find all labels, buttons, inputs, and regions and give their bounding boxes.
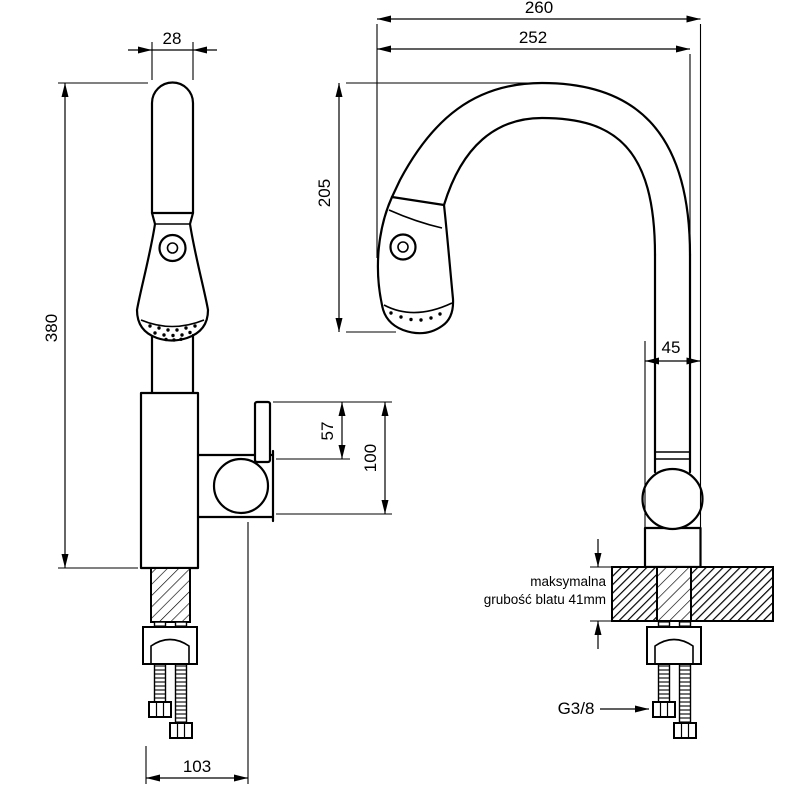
front-shank	[150, 567, 191, 623]
countertop-note-line2: grubość blatu 41mm	[484, 592, 606, 607]
side-spray-face-edge	[383, 302, 453, 314]
dim-spout-diameter-label: 28	[163, 29, 182, 48]
front-spray-face-edge	[140, 319, 205, 328]
side-nut-left	[652, 701, 676, 718]
front-view: 28 380 57 100 103	[42, 29, 392, 784]
front-lever-handle	[253, 400, 272, 464]
countertop-section	[611, 566, 774, 622]
side-ball-joint	[641, 467, 704, 531]
side-shank-hatch	[658, 568, 690, 620]
side-nut-right	[673, 722, 697, 739]
front-sprayer-button	[158, 233, 187, 263]
front-nut-left	[148, 701, 172, 718]
side-spray-nozzle-dots	[389, 311, 442, 322]
dim-handle-height-label: 57	[318, 422, 337, 441]
countertop-note-line1: maksymalna	[530, 574, 606, 589]
side-sprayer-button-inner	[397, 241, 409, 253]
dim-base-depth-label: 103	[183, 757, 211, 776]
front-bracket-arch	[150, 638, 190, 664]
front-spray-nozzle-dots	[148, 324, 197, 342]
dim-spout-height-label: 205	[315, 179, 334, 207]
dimension-spout-reach: 252	[377, 28, 691, 250]
front-valve-ring	[212, 457, 270, 515]
countertop-thickness-annotation: maksymalna grubość blatu 41mm	[484, 539, 612, 649]
front-sprayer-head	[135, 211, 210, 342]
dim-base-diameter-label: 45	[662, 338, 681, 357]
side-view: 260 252 205 45 maksymalna gru	[315, 0, 774, 739]
dimension-base-diameter: 45	[644, 338, 701, 528]
dimension-body-height: 100	[276, 402, 392, 515]
dimension-spout-diameter: 28	[128, 29, 217, 80]
front-body	[139, 391, 200, 570]
dimension-spout-height: 205	[315, 82, 536, 333]
dim-total-width-label: 260	[525, 0, 553, 17]
dim-body-height-label: 100	[361, 444, 380, 472]
front-spout-column	[150, 81, 195, 215]
side-spout-outer-curve	[390, 81, 692, 257]
side-sprayer-collar-seam	[388, 209, 443, 229]
dimension-total-width: 260	[376, 0, 702, 528]
side-sprayer-head	[376, 195, 455, 335]
dimension-total-height: 380	[42, 82, 148, 569]
side-base	[643, 526, 702, 569]
dim-spout-reach-label: 252	[519, 28, 547, 47]
side-sprayer-button	[389, 233, 417, 261]
front-sprayer-button-inner	[166, 242, 179, 254]
dimension-base-depth: 103	[145, 522, 249, 784]
connection-thread-callout: G3/8	[558, 699, 649, 718]
side-spout-inner-curve	[442, 116, 657, 257]
dimension-handle-height: 57	[273, 401, 392, 460]
dim-total-height-label: 380	[42, 314, 61, 342]
front-nut-right	[169, 722, 193, 739]
side-bracket-arch	[654, 638, 694, 664]
connection-thread-label: G3/8	[558, 699, 595, 718]
